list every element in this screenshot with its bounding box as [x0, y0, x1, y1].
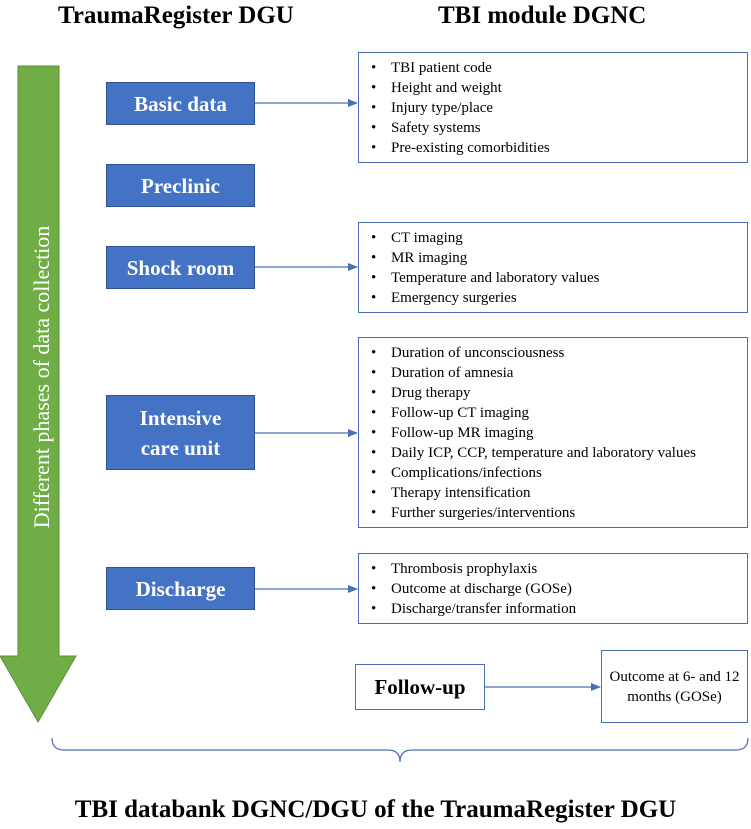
list-item: Further surgeries/interventions [371, 503, 741, 523]
heading-tbi-module: TBI module DGNC [438, 2, 647, 29]
follow-up-box: Follow-up [355, 664, 485, 710]
side-label: Different phases of data collection [29, 225, 54, 529]
list-item: Height and weight [371, 78, 741, 98]
list-item: Pre-existing comorbidities [371, 138, 741, 158]
list-item: Therapy intensification [371, 483, 741, 503]
list-item: CT imaging [371, 228, 741, 248]
list-item: Emergency surgeries [371, 288, 741, 308]
phase-shock-room: Shock room [106, 246, 255, 289]
list-item: Duration of amnesia [371, 363, 741, 383]
list-item: Follow-up CT imaging [371, 403, 741, 423]
list-item: Temperature and laboratory values [371, 268, 741, 288]
heading-trauma-register: TraumaRegister DGU [58, 2, 294, 29]
list-item: Complications/infections [371, 463, 741, 483]
list-item: Outcome at discharge (GOSe) [371, 579, 741, 599]
phase-intensive-care-unit: Intensive care unit [106, 395, 255, 470]
list-item: MR imaging [371, 248, 741, 268]
details-icu: Duration of unconsciousness Duration of … [358, 337, 748, 528]
details-shock-room: CT imaging MR imaging Temperature and la… [358, 222, 748, 313]
follow-up-outcome-box: Outcome at 6- and 12 months (GOSe) [601, 650, 748, 723]
bottom-brace [51, 737, 749, 763]
phase-arrow [0, 65, 77, 724]
list-item: Follow-up MR imaging [371, 423, 741, 443]
details-discharge: Thrombosis prophylaxis Outcome at discha… [358, 553, 748, 624]
list-item: Duration of unconsciousness [371, 343, 741, 363]
list-item: Daily ICP, CCP, temperature and laborato… [371, 443, 741, 463]
list-item: Discharge/transfer information [371, 599, 741, 619]
list-item: Injury type/place [371, 98, 741, 118]
list-item: TBI patient code [371, 58, 741, 78]
footer-title: TBI databank DGNC/DGU of the TraumaRegis… [74, 796, 677, 823]
phase-basic-data: Basic data [106, 82, 255, 125]
phase-discharge: Discharge [106, 567, 255, 610]
phase-preclinic: Preclinic [106, 164, 255, 207]
list-item: Safety systems [371, 118, 741, 138]
list-item: Drug therapy [371, 383, 741, 403]
list-item: Thrombosis prophylaxis [371, 559, 741, 579]
details-basic-data: TBI patient code Height and weight Injur… [358, 52, 748, 163]
